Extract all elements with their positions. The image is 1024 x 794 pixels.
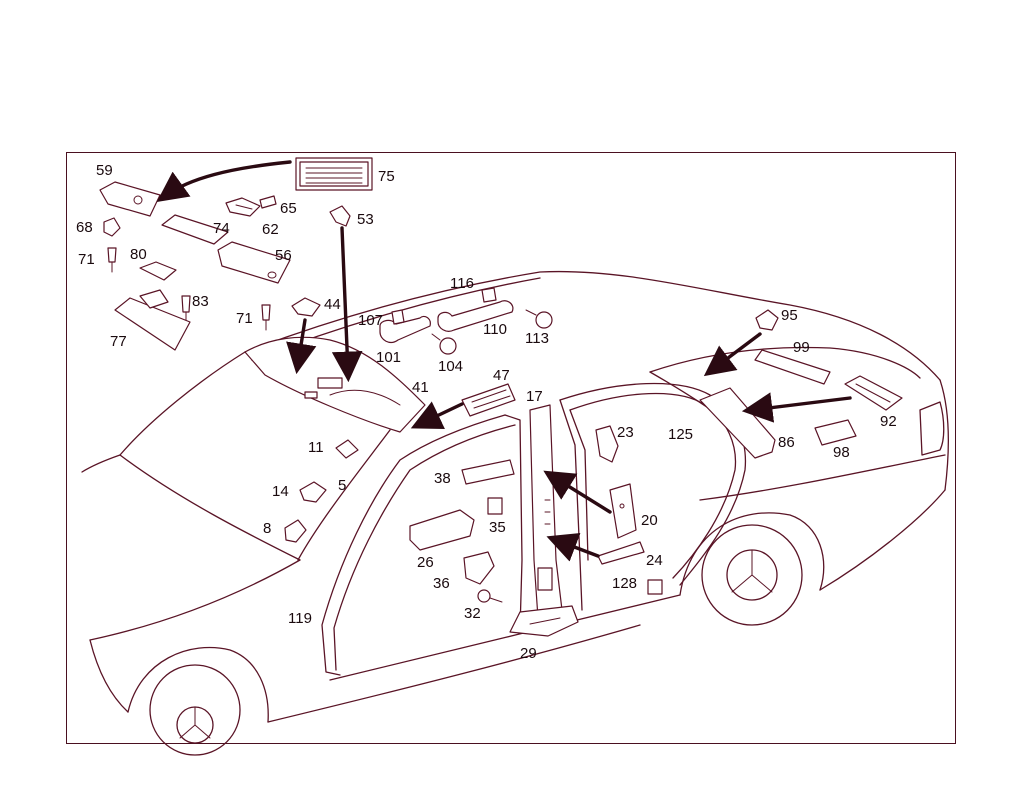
label-36: 36 — [433, 575, 450, 592]
label-59: 59 — [96, 162, 113, 179]
label-23: 23 — [617, 424, 634, 441]
label-119: 119 — [288, 610, 312, 627]
label-62: 62 — [262, 221, 279, 238]
label-86: 86 — [778, 434, 795, 451]
label-32: 32 — [464, 605, 481, 622]
label-44: 44 — [324, 296, 341, 313]
label-11: 11 — [308, 439, 324, 456]
label-35: 35 — [489, 519, 506, 536]
door-seal-125 — [559, 382, 747, 611]
part-44-clip — [291, 297, 321, 317]
part-14-clip — [299, 481, 327, 503]
part-101-handle — [379, 315, 431, 344]
label-53: 53 — [357, 211, 374, 228]
label-71b: 71 — [236, 310, 253, 327]
label-75: 75 — [378, 168, 395, 185]
part-77-mirror — [114, 289, 191, 351]
label-14: 14 — [272, 483, 289, 500]
part-95-clip — [755, 309, 779, 331]
part-11-clip — [335, 439, 359, 459]
part-113-screw — [525, 309, 553, 329]
part-20-bracket — [609, 483, 637, 539]
part-104-screw — [431, 333, 457, 355]
label-68: 68 — [76, 219, 93, 236]
diagram-frame — [66, 152, 956, 744]
part-62-lamp — [225, 197, 261, 217]
label-47: 47 — [493, 367, 510, 384]
part-23-clip — [595, 425, 619, 463]
label-125: 125 — [668, 426, 693, 443]
part-35-clip — [487, 497, 503, 515]
part-80-bracket — [139, 261, 177, 281]
part-56-visor — [217, 241, 291, 284]
label-24: 24 — [646, 552, 663, 569]
leader-lines — [156, 160, 852, 562]
part-47-vent — [461, 383, 516, 417]
car-body-outline — [81, 270, 949, 756]
label-65: 65 — [280, 200, 297, 217]
label-8: 8 — [263, 520, 271, 537]
label-77: 77 — [110, 333, 127, 350]
label-20: 20 — [641, 512, 658, 529]
label-83: 83 — [192, 293, 209, 310]
label-26: 26 — [417, 554, 434, 571]
label-98: 98 — [833, 444, 850, 461]
part-128-clip — [647, 579, 663, 595]
label-110: 110 — [483, 321, 507, 338]
part-number-labels: 59 75 68 74 65 62 53 71 80 56 83 44 71 7… — [76, 162, 897, 662]
label-80: 80 — [130, 246, 147, 263]
label-128: 128 — [612, 575, 637, 592]
label-113: 113 — [525, 330, 549, 347]
part-92-cover — [844, 375, 903, 411]
b-pillar-trim-17 — [504, 404, 563, 631]
part-26-trim — [409, 509, 475, 551]
label-101: 101 — [376, 349, 401, 366]
sill-trim-29 — [509, 605, 579, 637]
part-38-trim — [461, 459, 515, 485]
label-71a: 71 — [78, 251, 95, 268]
part-83-screw — [181, 295, 191, 323]
part-107-clip — [391, 309, 405, 325]
label-95: 95 — [781, 307, 798, 324]
part-24-strip — [597, 541, 645, 565]
part-71-screw-b — [261, 304, 271, 331]
part-116-clip — [481, 287, 497, 303]
part-53-clip — [329, 205, 351, 227]
label-29: 29 — [520, 645, 537, 662]
part-68-clip — [103, 217, 121, 237]
label-104: 104 — [438, 358, 463, 375]
part-98-block — [814, 419, 857, 446]
part-75-label — [295, 157, 373, 191]
part-36-clip — [463, 551, 495, 585]
part-86-shelf — [699, 387, 776, 459]
part-74-cover — [161, 214, 229, 245]
label-38: 38 — [434, 470, 451, 487]
label-74: 74 — [213, 220, 230, 237]
label-99: 99 — [793, 339, 810, 356]
label-92: 92 — [880, 413, 897, 430]
part-99-strip — [754, 349, 831, 385]
label-116: 116 — [450, 275, 474, 292]
door-seal-119 — [321, 414, 516, 676]
part-110-handle — [437, 300, 514, 332]
label-41: 41 — [412, 379, 429, 396]
label-56: 56 — [275, 247, 292, 264]
label-17: 17 — [526, 388, 543, 405]
label-107: 107 — [358, 312, 383, 329]
label-5: 5 — [338, 477, 346, 494]
part-71-screw-a — [107, 247, 117, 273]
part-8-clip — [284, 519, 307, 543]
part-65-bulb — [259, 195, 277, 209]
part-32-screw — [477, 589, 503, 603]
part-59-sunvisor — [99, 181, 161, 217]
